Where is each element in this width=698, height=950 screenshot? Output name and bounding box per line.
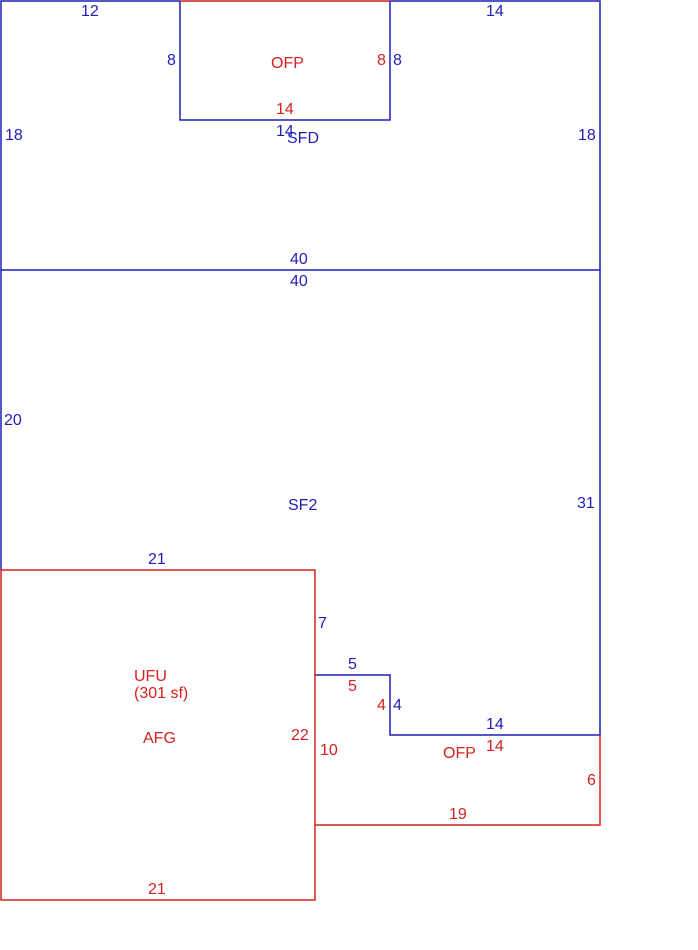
ufu-area-label: UFU: [134, 668, 167, 685]
ofp-top-label: OFP: [271, 55, 304, 72]
sfd-top-dim: 12: [81, 3, 99, 20]
sfd-top-right-dim: 14: [486, 3, 504, 20]
ofp-bottom-bottom-dim: 19: [449, 806, 467, 823]
sfd-notch-right-dim: 8: [393, 52, 402, 69]
ofp-top-right-dim: 8: [377, 52, 386, 69]
sf2-right-dim: 31: [577, 495, 595, 512]
sf2-bottom-left-dim: 21: [148, 551, 166, 568]
ofp-bottom-label: OFP: [443, 745, 476, 762]
sfd-right-dim: 18: [578, 127, 596, 144]
sf2-step-left-dim: 7: [318, 615, 327, 632]
sfd-left-dim: 18: [5, 127, 23, 144]
ofp-bottom-left-dim: 10: [320, 742, 338, 759]
sf2-bottom-right-dim: 14: [486, 716, 504, 733]
ufu-outline: [0, 569, 316, 901]
ofp-bottom-right-dim: 6: [587, 772, 596, 789]
sfd-notch-bottom-dim: 14: [276, 123, 294, 140]
red-outlines: [0, 0, 601, 901]
ufu-area-sf: (301 sf): [134, 685, 188, 702]
sf2-step-right-dim: 4: [393, 697, 402, 714]
ofp-bottom-step-left-dim: 4: [377, 697, 386, 714]
sf2-top-dim: 40: [290, 273, 308, 290]
ofp-bottom-outline: [315, 735, 601, 826]
ofp-bottom-top-dim: 14: [486, 738, 504, 755]
sf2-left-dim: 20: [4, 412, 22, 429]
sf2-right-outline: [315, 270, 601, 736]
sfd-area-label: SFD: [287, 130, 319, 147]
ufu-sublabel: AFG: [143, 730, 176, 747]
blue-outlines: [0, 0, 601, 736]
sfd-bottom-dim: 40: [290, 251, 308, 268]
ofp-bottom-step-top-dim: 5: [348, 678, 357, 695]
sf2-step-top-dim: 5: [348, 656, 357, 673]
ufu-right-dim: 22: [291, 727, 309, 744]
sfd-notch-outline: [179, 1, 391, 121]
sfd-notch-left-dim: 8: [167, 52, 176, 69]
ufu-bottom-dim: 21: [148, 881, 166, 898]
sfd-outline: [0, 0, 601, 271]
sf2-area-label: SF2: [288, 497, 317, 514]
ofp-top-bottom-dim: 14: [276, 101, 294, 118]
